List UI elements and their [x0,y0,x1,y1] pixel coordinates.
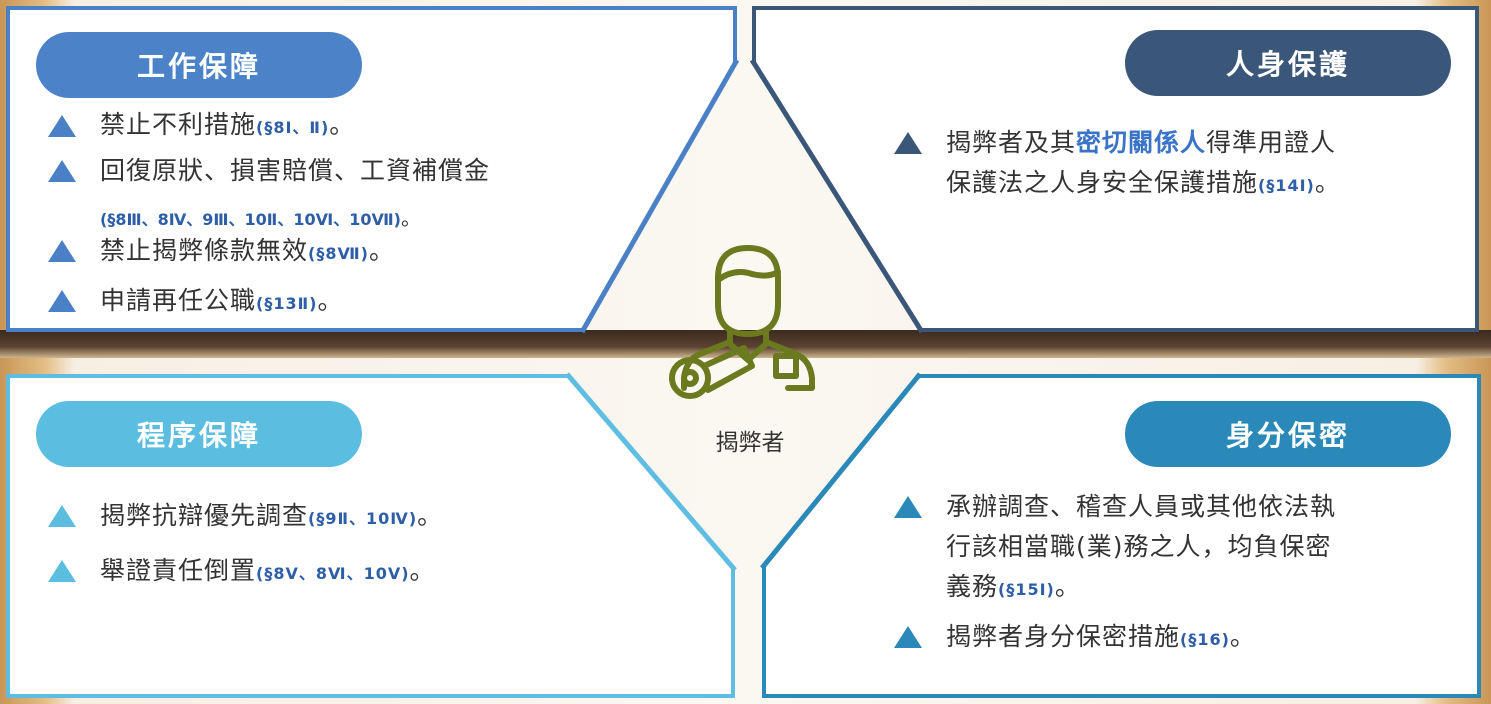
list-item-continuation: 行該相當職(業)務之人，均負保密 [946,528,1332,566]
item-text: 義務 [946,572,999,601]
item-end: 。 [409,556,436,585]
item-ref: (§13Ⅱ) [256,294,318,313]
item-ref: (§15Ⅰ) [998,580,1055,599]
item-ref: (§14Ⅰ) [1258,176,1315,195]
item-end: 。 [329,110,356,139]
triangle-bullet-icon [894,496,922,518]
list-item: 回復原狀、損害賠償、工資補償金 [100,152,490,190]
item-text: 禁止不利措施 [100,110,257,139]
quadrant-title-personal-protection: 人身保護 [1125,30,1451,96]
list-item-ref-line: (§8Ⅲ、8Ⅳ、9Ⅲ、10Ⅱ、10Ⅵ、10Ⅶ)。 [100,202,421,231]
item-highlight: 密切關係人 [1076,128,1207,157]
triangle-bullet-icon [48,290,76,312]
item-end: 。 [417,501,444,530]
item-ref: (§8Ⅴ、8Ⅵ、10Ⅴ) [256,564,410,583]
triangle-bullet-icon [48,160,76,182]
triangle-bullet-icon [894,626,922,648]
list-item: 揭弊者身分保密措施(§16)。 [946,618,1256,659]
item-end: 。 [368,236,395,265]
quadrant-title-identity-confidentiality: 身分保密 [1125,401,1451,467]
item-text: 揭弊抗辯優先調查 [100,501,309,530]
item-end: 。 [1229,622,1256,651]
triangle-bullet-icon [48,560,76,582]
list-item: 揭弊抗辯優先調查(§9Ⅱ、10Ⅳ)。 [100,497,443,538]
item-ref: (§16) [1180,630,1230,649]
item-end: 。 [1314,168,1341,197]
item-end: 。 [317,286,344,315]
center-label: 揭弊者 [715,430,785,456]
list-item: 揭弊者及其密切關係人得準用證人 [946,124,1336,162]
whistleblower-person-icon [669,245,815,399]
item-ref: (§8Ⅶ) [308,244,369,263]
item-text: 回復原狀、損害賠償、工資補償金 [100,156,491,185]
item-text-tail: 得準用證人 [1206,128,1337,157]
item-text: 行該相當職(業)務之人，均負保密 [946,532,1332,561]
list-item: 禁止不利措施(§8Ⅰ、Ⅱ)。 [100,106,355,147]
item-end: 。 [400,206,421,230]
triangle-bullet-icon [894,132,922,154]
quadrant-title-job-protection: 工作保障 [36,32,362,98]
list-item-continuation: 保護法之人身安全保護措施(§14Ⅰ)。 [946,164,1341,205]
item-ref: (§8Ⅲ、8Ⅳ、9Ⅲ、10Ⅱ、10Ⅵ、10Ⅶ) [100,210,401,229]
item-ref: (§9Ⅱ、10Ⅳ) [308,509,418,528]
list-item: 舉證責任倒置(§8Ⅴ、8Ⅵ、10Ⅴ)。 [100,552,436,593]
quadrant-title-procedural-protection: 程序保障 [36,401,362,467]
list-item: 申請再任公職(§13Ⅱ)。 [100,282,343,323]
item-text: 禁止揭弊條款無效 [100,236,309,265]
list-item-continuation: 義務(§15Ⅰ)。 [946,568,1081,609]
list-item: 禁止揭弊條款無效(§8Ⅶ)。 [100,232,395,273]
item-text: 承辦調查、稽查人員或其他依法執 [946,492,1337,521]
triangle-bullet-icon [48,505,76,527]
list-item: 承辦調查、稽查人員或其他依法執 [946,488,1336,526]
item-text: 揭弊者及其 [946,128,1077,157]
item-end: 。 [1054,572,1081,601]
item-ref: (§8Ⅰ、Ⅱ) [256,118,330,137]
triangle-bullet-icon [48,240,76,262]
item-text: 揭弊者身分保密措施 [946,622,1181,651]
item-text: 舉證責任倒置 [100,556,257,585]
item-text: 申請再任公職 [100,286,257,315]
triangle-bullet-icon [48,115,76,137]
item-text: 保護法之人身安全保護措施 [946,168,1259,197]
